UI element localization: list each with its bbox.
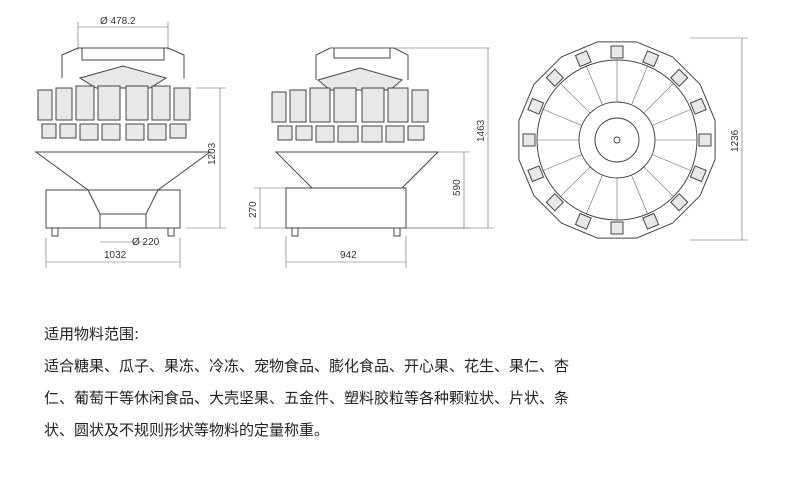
top-view: 1236 (518, 37, 748, 241)
dim-top-view-diameter: 1236 (730, 129, 741, 152)
materials-heading: 适用物料范围: (44, 325, 140, 343)
front-lower-buckets (41, 123, 187, 141)
top-view-bucket (574, 212, 592, 230)
side-lower-buckets (277, 125, 425, 143)
dim-side-leg-height: 270 (248, 201, 259, 218)
top-view-bucket (545, 193, 564, 212)
top-view-bucket (670, 68, 689, 87)
top-view-bucket (670, 193, 689, 212)
top-view-bucket (545, 68, 564, 87)
top-view-bucket (689, 97, 707, 115)
materials-line-1: 适合糖果、瓜子、果冻、冷冻、宠物食品、膨化食品、开心果、花生、果仁、杏 (44, 357, 570, 375)
top-view-spoke (651, 109, 692, 126)
top-view-bucket (527, 165, 545, 183)
materials-text: 适用物料范围: 适合糖果、瓜子、果冻、冷冻、宠物食品、膨化食品、开心果、花生、果… (44, 318, 764, 446)
top-view-bucket (522, 133, 536, 147)
machine-drawing: Ø 478.2 (34, 16, 748, 268)
top-view-spoke (586, 174, 603, 215)
top-view-spoke (542, 109, 583, 126)
top-view-bucket (642, 212, 660, 230)
top-view-spoke (631, 174, 648, 215)
top-view-spoke (560, 83, 591, 114)
top-view-bucket (689, 165, 707, 183)
top-view-spoke (586, 65, 603, 106)
top-view-spoke (542, 154, 583, 171)
dim-side-body-height: 590 (452, 179, 463, 196)
side-upper-buckets (271, 87, 429, 123)
top-view-bucket (642, 50, 660, 68)
top-view-bucket (610, 45, 624, 59)
top-view-bucket (698, 133, 712, 147)
side-view: 942 270 590 1463 (248, 47, 494, 268)
front-upper-buckets (37, 85, 191, 121)
dim-outlet-diameter: Ø 220 (132, 237, 160, 248)
top-view-spoke (643, 83, 674, 114)
materials-line-3: 状、圆状及不规则形状等物料的定量称重。 (44, 421, 330, 439)
dim-side-width: 942 (340, 250, 357, 261)
top-view-spoke (631, 65, 648, 106)
dim-top-diameter: Ø 478.2 (100, 16, 136, 27)
dim-front-width: 1032 (104, 250, 127, 261)
top-view-bucket (527, 97, 545, 115)
top-view-spoke (643, 166, 674, 197)
top-view-spoke (651, 154, 692, 171)
top-view-bucket (574, 50, 592, 68)
dim-side-total-height: 1463 (476, 119, 487, 142)
top-view-bucket (610, 221, 624, 235)
top-view-spoke (560, 166, 591, 197)
dim-front-height: 1203 (207, 142, 218, 165)
front-view: Ø 478.2 (34, 16, 226, 268)
materials-line-2: 仁、葡萄干等休闲食品、大壳坚果、五金件、塑料胶粒等各种颗粒状、片状、条 (44, 389, 570, 407)
